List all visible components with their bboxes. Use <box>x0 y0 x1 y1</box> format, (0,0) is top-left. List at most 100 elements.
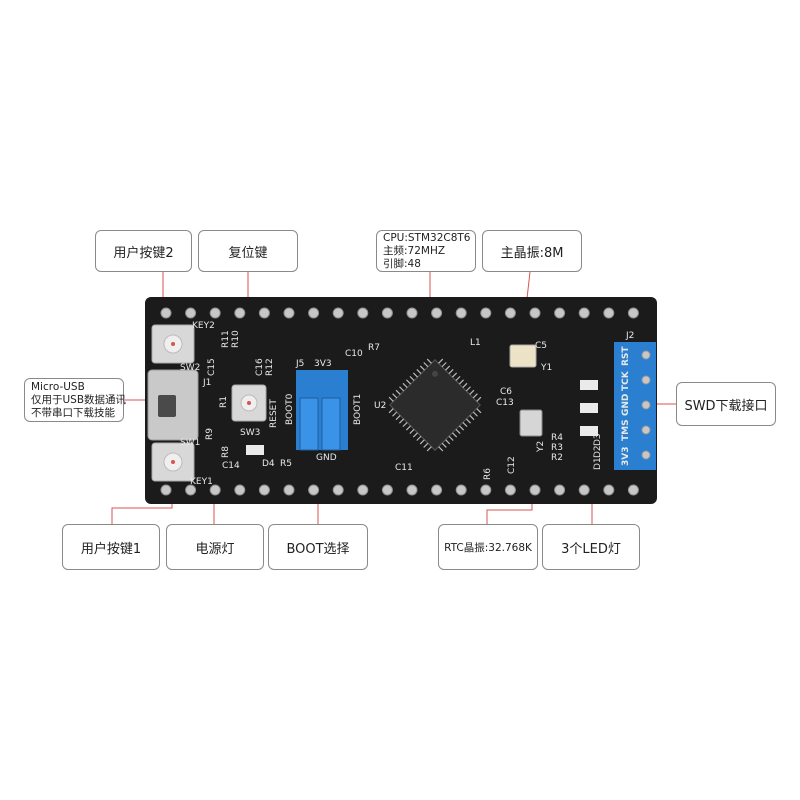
chip-pin <box>462 382 468 388</box>
swd-pin-tck: TCK <box>621 370 631 391</box>
chip-pin <box>469 389 475 395</box>
silk-gnd: GND <box>316 453 337 463</box>
silk-c6: C6 <box>500 387 512 397</box>
silk-c16: C16 <box>255 358 265 376</box>
silk-key2: KEY2 <box>192 321 215 331</box>
chip-pin <box>412 432 418 438</box>
cpu-line-model: CPU:STM32C8T6 <box>383 231 471 244</box>
chip-pin <box>419 365 425 371</box>
silk-l1: L1 <box>470 338 481 348</box>
chip-pin <box>441 362 447 368</box>
bottom-header-pins <box>160 484 639 496</box>
header-pin <box>381 484 393 496</box>
chip-pin <box>452 432 458 438</box>
key2-button <box>151 324 195 364</box>
silk-r1: R1 <box>219 396 229 408</box>
boot-jumper-block <box>296 370 348 451</box>
header-pin <box>234 307 246 319</box>
header-pin <box>554 484 566 496</box>
chip-pin <box>402 421 408 428</box>
chip-pin <box>419 439 425 445</box>
silk-r7: R7 <box>368 343 380 353</box>
chip-pin <box>476 396 482 402</box>
swd-pin-rst: RST <box>621 346 631 366</box>
swd-pin-3v3: 3V3 <box>621 447 631 467</box>
chip-pin <box>455 375 461 382</box>
chip-pin <box>392 393 398 399</box>
callout-user-key1: 用户按键1 <box>62 524 160 570</box>
chip-pin <box>438 358 444 364</box>
chip-pin <box>462 421 468 428</box>
header-pin <box>381 307 393 319</box>
callout-power-led: 电源灯 <box>166 524 264 570</box>
header-pin <box>578 484 590 496</box>
silk-c10: C10 <box>345 349 363 359</box>
callout-cpu: CPU:STM32C8T6 主频:72MHZ 引脚:48 <box>376 230 476 272</box>
chip-pin <box>402 382 408 388</box>
rtc-crystal-32k <box>519 409 543 437</box>
swd-header-pins <box>641 350 651 460</box>
header-pin <box>627 484 639 496</box>
header-pin <box>480 484 492 496</box>
silk-r10: R10 <box>231 330 241 348</box>
chip-pin <box>455 428 461 434</box>
chip-pin <box>426 446 432 452</box>
cpu-line-pins: 引脚:48 <box>383 257 421 270</box>
silk-r9: R9 <box>205 428 215 440</box>
chip-pin <box>416 435 422 441</box>
silk-sw1: SW1 <box>180 438 200 448</box>
silk-d2: D2 <box>593 445 603 458</box>
silk-r8: R8 <box>221 446 231 458</box>
chip-pin <box>392 411 398 417</box>
header-pin <box>308 484 320 496</box>
header-pin <box>209 484 221 496</box>
header-pin <box>234 484 246 496</box>
header-pin <box>627 307 639 319</box>
header-pin <box>308 307 320 319</box>
callout-user-key2: 用户按键2 <box>95 230 192 272</box>
silk-r2: R2 <box>551 453 563 463</box>
silk-u2: U2 <box>374 401 386 411</box>
header-pin <box>160 484 172 496</box>
reset-button <box>231 384 267 422</box>
silk-c15: C15 <box>207 358 217 376</box>
chip-pin <box>445 439 451 445</box>
silk-d4: D4 <box>262 459 275 469</box>
header-pin <box>554 307 566 319</box>
header-pin <box>603 484 615 496</box>
header-pin <box>258 484 270 496</box>
chip-pin <box>448 369 454 375</box>
silk-c13: C13 <box>496 398 514 408</box>
silk-boot1: BOOT1 <box>353 394 363 425</box>
chip-pin <box>409 375 415 382</box>
silk-j5: J5 <box>295 359 304 369</box>
chip-pin <box>395 389 401 395</box>
key1-button <box>151 442 195 482</box>
chip-pin <box>405 425 412 431</box>
callout-leds: 3个LED灯 <box>542 524 640 570</box>
header-pin <box>504 307 516 319</box>
chip-pin <box>458 379 464 385</box>
silk-sw2: SW2 <box>180 363 200 373</box>
chip-pin <box>458 425 465 431</box>
header-pin <box>455 484 467 496</box>
chip-pin <box>448 435 454 441</box>
swd-pin-tms: TMS <box>621 419 631 441</box>
silk-boot0: BOOT0 <box>285 393 295 425</box>
power-led <box>246 445 264 455</box>
chip-pin <box>388 408 394 414</box>
callout-main-crystal: 主晶振:8M <box>482 230 582 272</box>
callout-micro-usb: Micro-USB 仅用于USB数据通讯 不带串口下载技能 <box>24 378 126 422</box>
cpu-line-freq: 主频:72MHZ <box>383 244 446 257</box>
micro-usb-connector <box>147 369 199 441</box>
silk-c5: C5 <box>535 341 547 351</box>
header-pin <box>283 484 295 496</box>
chip-pin <box>472 411 478 417</box>
silk-r11: R11 <box>221 330 231 348</box>
silk-r3: R3 <box>551 443 563 453</box>
header-pin <box>480 307 492 319</box>
header-pin <box>209 307 221 319</box>
header-pin <box>431 307 443 319</box>
chip-pin <box>438 446 444 452</box>
header-pin <box>258 307 270 319</box>
